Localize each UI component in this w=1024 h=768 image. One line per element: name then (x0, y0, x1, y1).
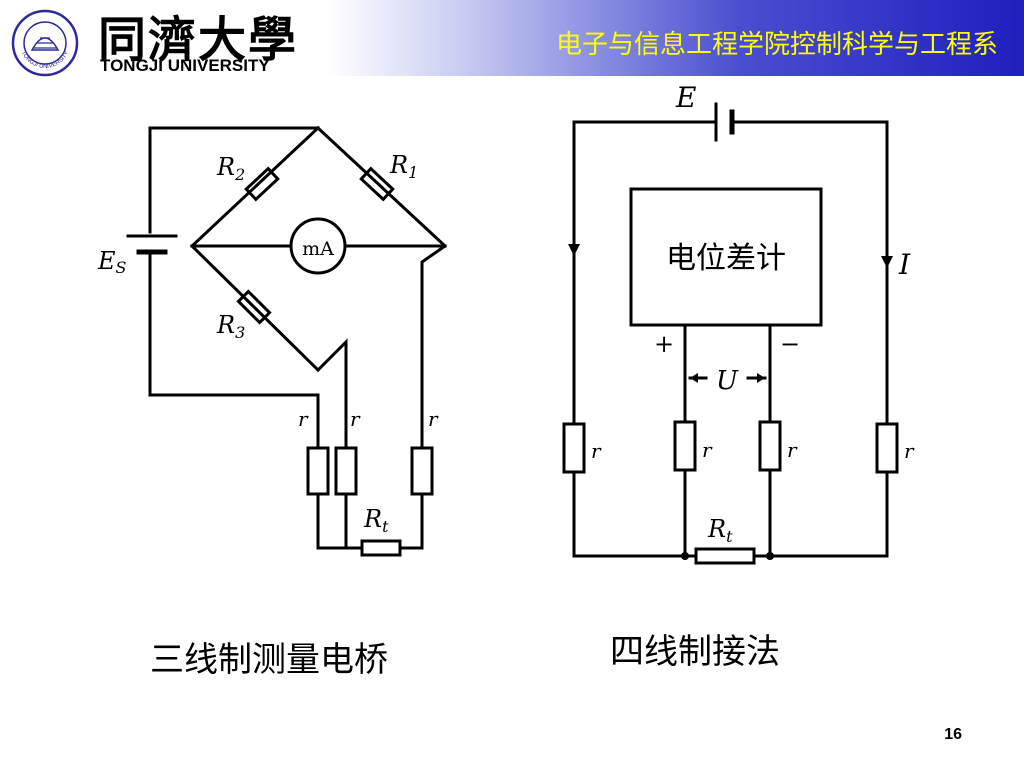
university-name-en: TONGJI UNIVERSITY (100, 56, 270, 75)
minus-terminal-label: − (780, 330, 800, 358)
r3-label: R3 (216, 311, 245, 342)
lead-resistor-label: r (787, 438, 798, 462)
three-wire-bridge-labels: ES R2 R1 R3 mA r r r Rt (97, 151, 439, 536)
u-arrow-right-icon (757, 373, 765, 383)
four-wire-connection-diagram (562, 102, 899, 565)
u-arrow-left-icon (690, 373, 698, 383)
three-wire-bridge-caption: 三线制测量电桥 (150, 640, 388, 680)
battery-e-label: E (675, 81, 696, 114)
four-wire-markers (568, 244, 893, 560)
three-wire-bridge-diagram (126, 125, 448, 557)
department-title: 电子与信息工程学院控制科学与工程系 (555, 30, 998, 60)
junction-dot (681, 552, 689, 560)
potentiometer-label: 电位差计 (666, 241, 786, 276)
page-number: 16 (944, 726, 962, 743)
rt-label: Rt (363, 505, 389, 536)
lead-resistor-label: r (904, 439, 915, 463)
plus-terminal-label: + (654, 330, 674, 358)
current-arrow-icon (568, 244, 580, 256)
rt-label: Rt (707, 515, 733, 546)
voltage-u-label: U (716, 366, 739, 396)
current-i-label: I (898, 248, 911, 281)
current-arrow-icon (881, 256, 893, 268)
university-seal-icon: TONGJI UNIVERSITY (11, 9, 79, 77)
lead-resistor-label: r (298, 407, 309, 431)
lead-resistor-label: r (428, 407, 439, 431)
milliammeter-label: mA (302, 238, 334, 260)
lead-resistor-label: r (350, 407, 361, 431)
r2-label: R2 (216, 153, 245, 184)
university-name-cn: 同濟大學 (98, 12, 299, 68)
four-wire-caption: 四线制接法 (610, 632, 780, 672)
header-banner (0, 0, 1024, 76)
junction-dot (766, 552, 774, 560)
four-wire-labels: E 电位差计 I + − U r r r r Rt (591, 81, 915, 546)
lead-resistor-label: r (591, 439, 602, 463)
es-label: ES (97, 247, 127, 277)
r1-label: R1 (389, 151, 418, 182)
lead-resistor-label: r (702, 438, 713, 462)
